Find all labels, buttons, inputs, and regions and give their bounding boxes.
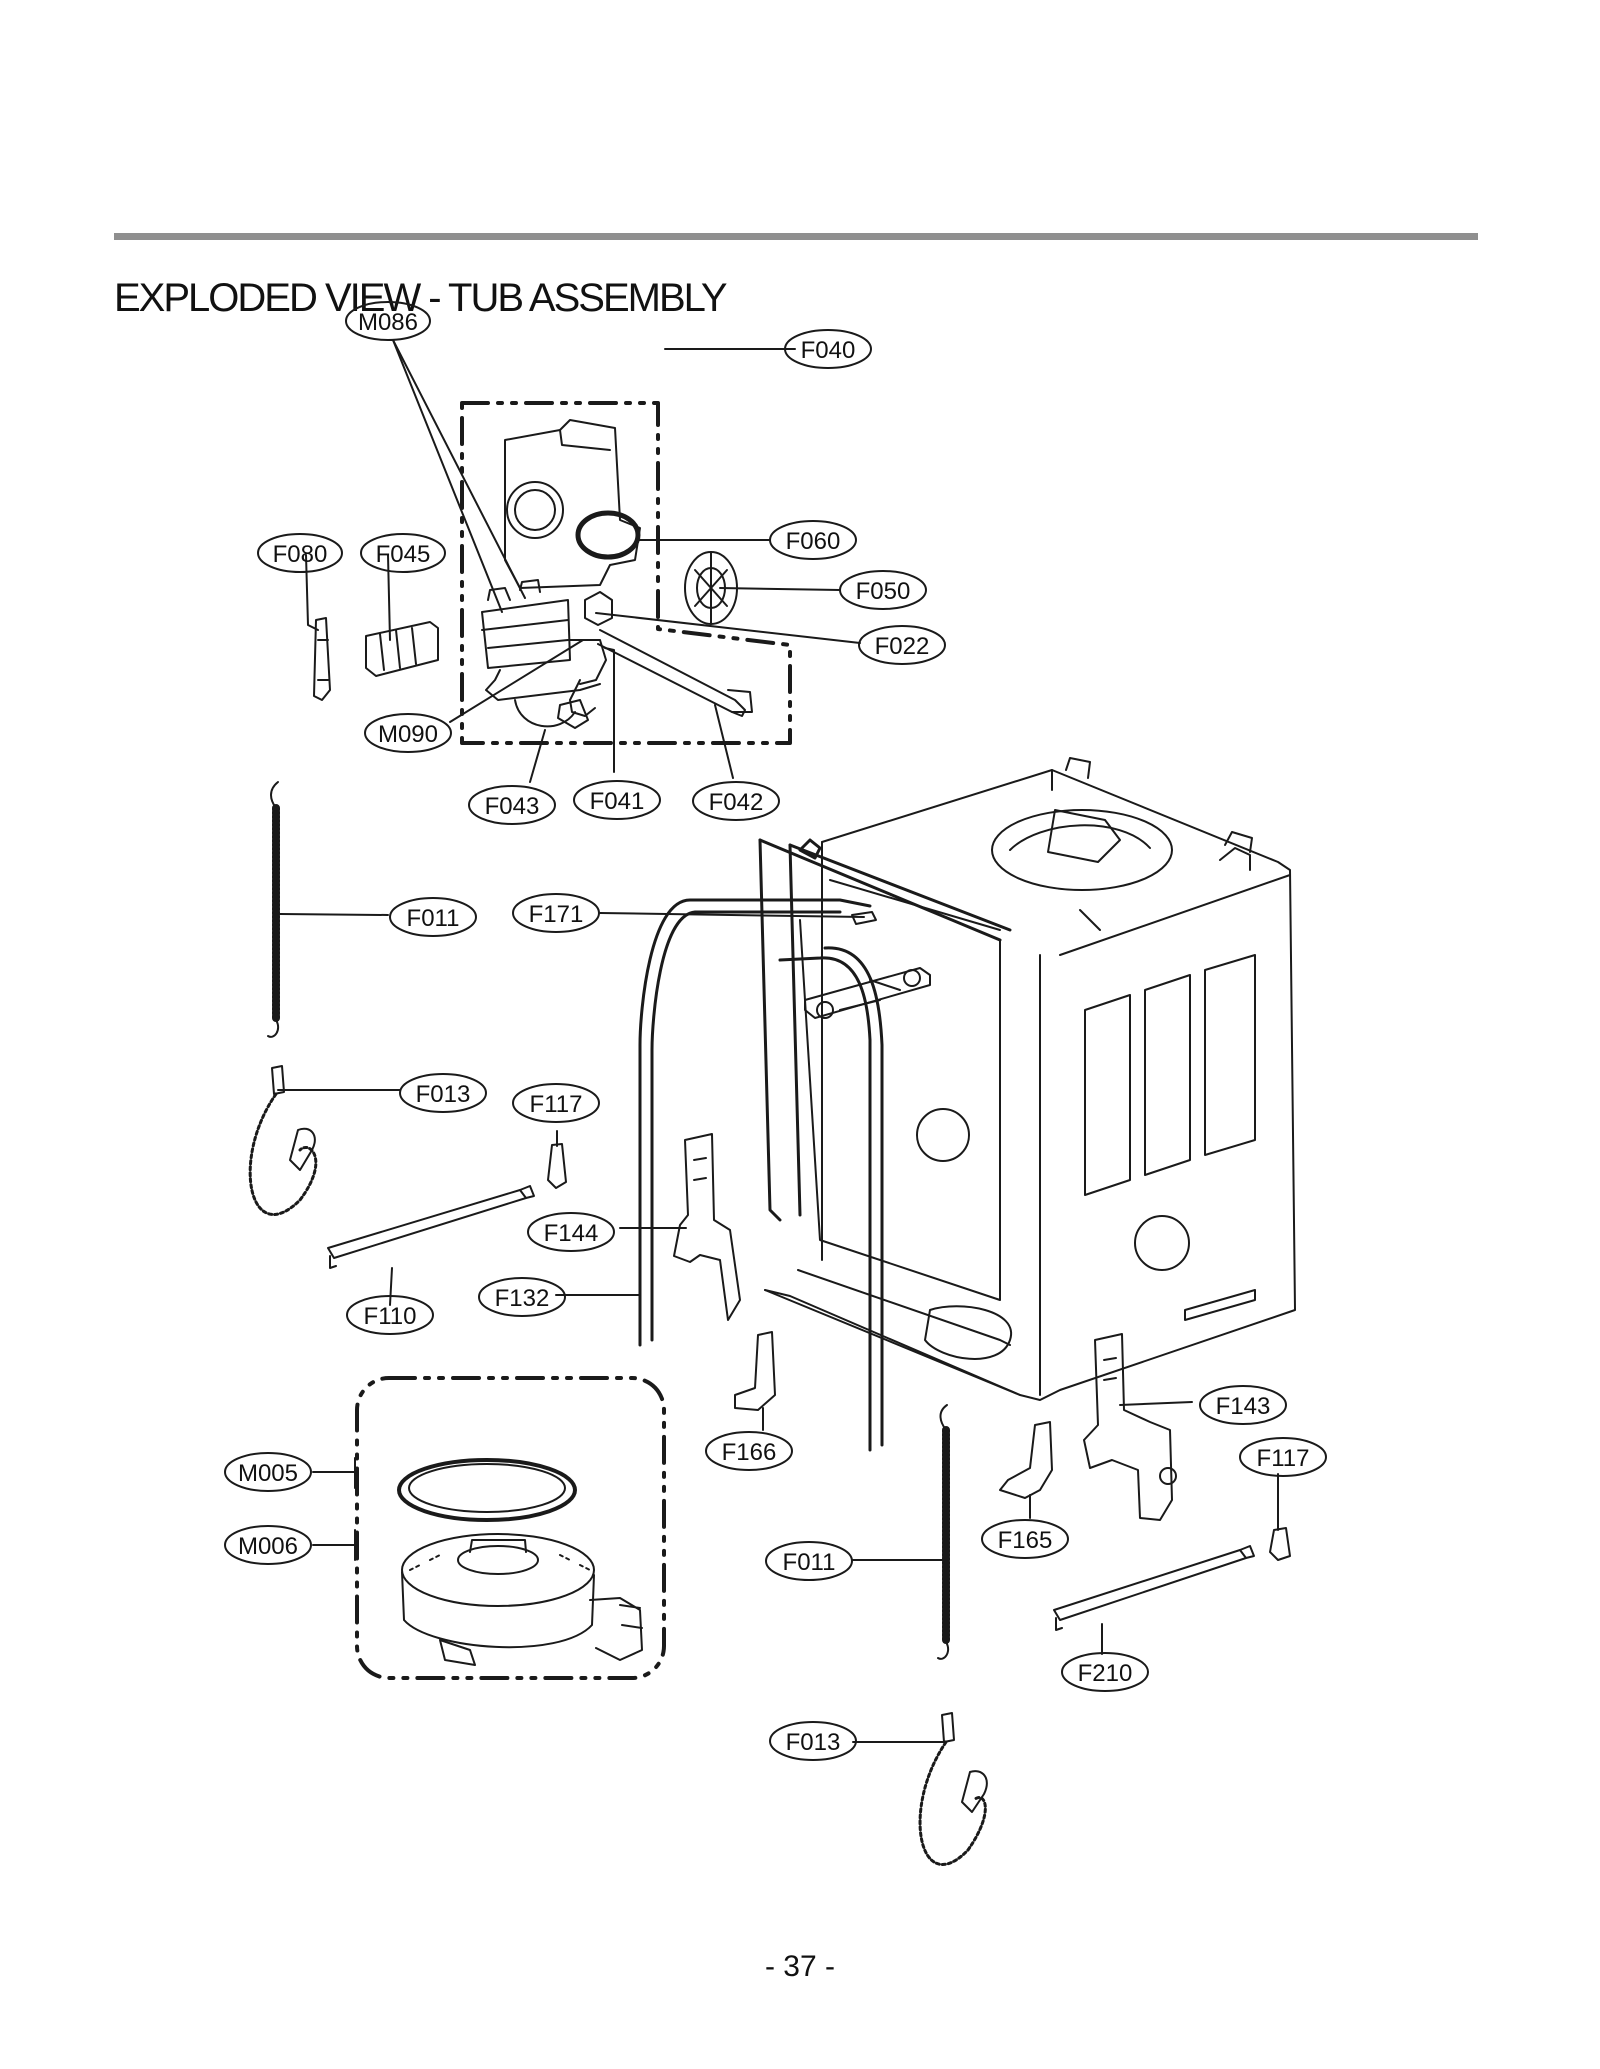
callout-f080: F080 <box>257 533 343 573</box>
svg-text:F011: F011 <box>407 905 460 932</box>
callout-m090: M090 <box>364 713 452 753</box>
callout-m005: M005 <box>224 1452 312 1492</box>
spring-part-left <box>267 781 280 1038</box>
latch-part-f117-top <box>547 1143 567 1189</box>
svg-text:M005: M005 <box>238 1460 298 1487</box>
header-rule <box>114 233 1478 240</box>
svg-text:F166: F166 <box>722 1439 777 1466</box>
svg-text:F171: F171 <box>529 901 584 928</box>
pump-group-box <box>355 1376 666 1680</box>
svg-text:F042: F042 <box>709 789 764 816</box>
callout-f166: F166 <box>705 1431 793 1471</box>
door-frame-part <box>638 838 1012 1452</box>
hinge-bar-part-f171 <box>804 911 931 1019</box>
callout-f045: F045 <box>360 533 446 573</box>
svg-text:F022: F022 <box>875 633 930 660</box>
hinge-clip-part-f165 <box>999 1421 1053 1499</box>
svg-text:F013: F013 <box>786 1729 841 1756</box>
callout-f144: F144 <box>527 1212 615 1252</box>
callout-m086: M086 <box>345 301 431 341</box>
page-title: EXPLODED VIEW - TUB ASSEMBLY <box>114 276 728 320</box>
svg-text:F043: F043 <box>485 793 540 820</box>
callout-f011-right: F011 <box>765 1541 853 1581</box>
spring-part-right <box>937 1404 950 1660</box>
svg-text:M006: M006 <box>238 1533 298 1560</box>
svg-text:F132: F132 <box>495 1285 550 1312</box>
svg-text:F143: F143 <box>1216 1393 1271 1420</box>
callout-f043: F043 <box>468 785 556 825</box>
callout-f210: F210 <box>1061 1652 1149 1692</box>
svg-text:M090: M090 <box>378 721 438 748</box>
callout-f022: F022 <box>858 625 946 665</box>
callout-f117-top: F117 <box>512 1083 600 1123</box>
callout-f165: F165 <box>981 1519 1069 1559</box>
tub-body-part <box>764 757 1296 1401</box>
callout-f042: F042 <box>692 781 780 821</box>
callout-f011-left: F011 <box>389 897 477 937</box>
svg-text:F117: F117 <box>530 1091 583 1118</box>
page-number: - 37 - <box>764 1950 836 1983</box>
svg-text:F011: F011 <box>783 1549 836 1576</box>
callout-f013-right: F013 <box>769 1721 857 1761</box>
callout-group: M086 F040 F080 F045 F060 F050 F022 M090 … <box>224 301 1327 1761</box>
sump-cover-part <box>504 419 641 589</box>
callout-f050: F050 <box>839 570 927 610</box>
hinge-bracket-part-f143 <box>1083 1333 1177 1521</box>
hinge-clip-part-f166 <box>734 1331 776 1411</box>
svg-text:F117: F117 <box>1257 1445 1310 1472</box>
callout-m006: M006 <box>224 1525 312 1565</box>
svg-text:F080: F080 <box>273 541 328 568</box>
svg-text:F050: F050 <box>856 578 911 605</box>
svg-text:F060: F060 <box>786 528 841 555</box>
hinge-bracket-part-f144 <box>673 1133 741 1321</box>
pump-part-m006 <box>401 1533 643 1666</box>
callout-f041: F041 <box>573 780 661 820</box>
callout-f143: F143 <box>1199 1385 1287 1425</box>
svg-text:F110: F110 <box>364 1303 417 1330</box>
rail-part-f210 <box>1053 1545 1255 1631</box>
svg-text:F041: F041 <box>590 788 645 815</box>
leader-lines <box>277 339 1279 1743</box>
callout-f040: F040 <box>784 329 872 369</box>
svg-text:F040: F040 <box>801 337 856 364</box>
cable-part-right <box>918 1712 988 1866</box>
callout-f171: F171 <box>512 893 600 933</box>
clip-part-f080 <box>313 617 331 701</box>
sensor-part-f045 <box>365 621 439 677</box>
rail-part-f110 <box>327 1185 535 1269</box>
svg-text:F013: F013 <box>416 1081 471 1108</box>
manifold-part <box>481 579 753 729</box>
svg-text:F144: F144 <box>544 1220 599 1247</box>
callout-f117-bottom: F117 <box>1239 1437 1327 1477</box>
callout-f110: F110 <box>346 1295 434 1335</box>
sump-group-box <box>460 401 792 745</box>
callout-f013-left: F013 <box>399 1073 487 1113</box>
callout-f060: F060 <box>769 520 857 560</box>
svg-text:F210: F210 <box>1078 1660 1133 1687</box>
gasket-part-m005 <box>397 1458 577 1522</box>
svg-text:M086: M086 <box>358 309 418 336</box>
callout-f132: F132 <box>478 1277 566 1317</box>
svg-text:F045: F045 <box>376 541 431 568</box>
cable-part-left <box>248 1065 318 1216</box>
svg-text:F165: F165 <box>998 1527 1053 1554</box>
latch-part-f117-bottom <box>1269 1527 1291 1561</box>
